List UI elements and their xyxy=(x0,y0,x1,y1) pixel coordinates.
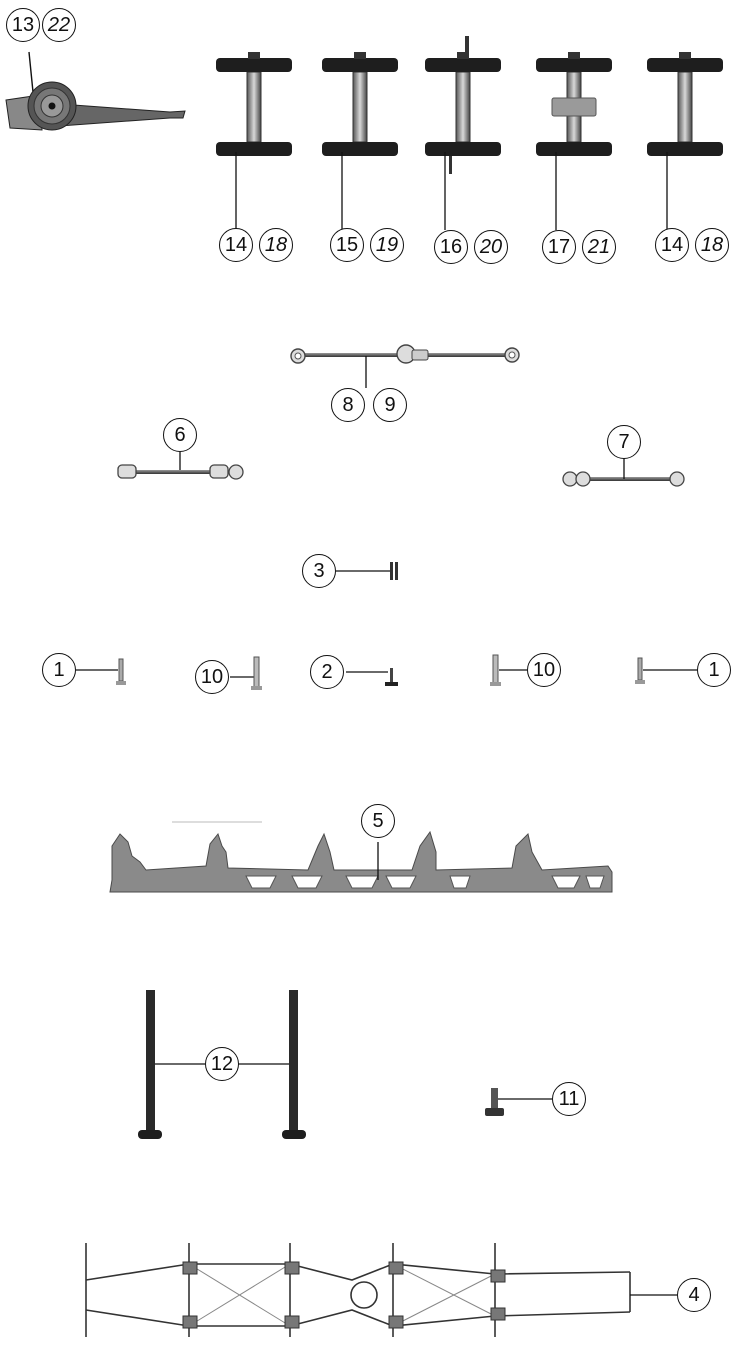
callout-wheelset-5-a: 14 xyxy=(655,228,689,262)
wheelset-2 xyxy=(322,52,398,230)
callout-11: 11 xyxy=(552,1082,586,1116)
callout-22: 22 xyxy=(42,8,76,42)
callout-13: 13 xyxy=(6,8,40,42)
small-screws-row xyxy=(76,654,697,690)
frame-part-5 xyxy=(109,821,613,893)
long-screws-12 xyxy=(138,990,306,1139)
callout-wheelset-1-b: 18 xyxy=(259,228,293,262)
rod-7 xyxy=(562,458,685,487)
spring-drum-part xyxy=(5,51,186,131)
callout-wheelset-3-b: 20 xyxy=(474,230,508,264)
callout-6: 6 xyxy=(163,418,197,452)
wheelset-3 xyxy=(425,36,501,230)
callout-10-left: 10 xyxy=(195,660,229,694)
wheelset-1 xyxy=(216,52,292,230)
callout-7: 7 xyxy=(607,425,641,459)
callout-3: 3 xyxy=(302,554,336,588)
callout-5: 5 xyxy=(361,804,395,838)
callout-1-left: 1 xyxy=(42,653,76,687)
callout-wheelset-3-a: 16 xyxy=(434,230,468,264)
callout-wheelset-2-b: 19 xyxy=(370,228,404,262)
callout-2: 2 xyxy=(310,655,344,689)
callout-12: 12 xyxy=(205,1047,239,1081)
coupling-rod-8-9 xyxy=(290,344,520,388)
wheelset-4 xyxy=(536,52,612,230)
brake-rigging-4 xyxy=(85,1243,677,1337)
callout-wheelset-2-a: 15 xyxy=(330,228,364,262)
callout-wheelset-4-a: 17 xyxy=(542,230,576,264)
screw-3 xyxy=(336,562,398,580)
rod-6 xyxy=(117,452,244,480)
callout-wheelset-1-a: 14 xyxy=(219,228,253,262)
callout-10-right: 10 xyxy=(527,653,561,687)
wheelset-5 xyxy=(647,52,723,230)
callout-4: 4 xyxy=(677,1278,711,1312)
callout-9: 9 xyxy=(373,388,407,422)
callout-wheelset-5-b: 18 xyxy=(695,228,729,262)
wheelsets-group xyxy=(216,36,723,230)
short-screw-11 xyxy=(485,1088,552,1116)
callout-wheelset-4-b: 21 xyxy=(582,230,616,264)
callout-8: 8 xyxy=(331,388,365,422)
callout-1-right: 1 xyxy=(697,653,731,687)
